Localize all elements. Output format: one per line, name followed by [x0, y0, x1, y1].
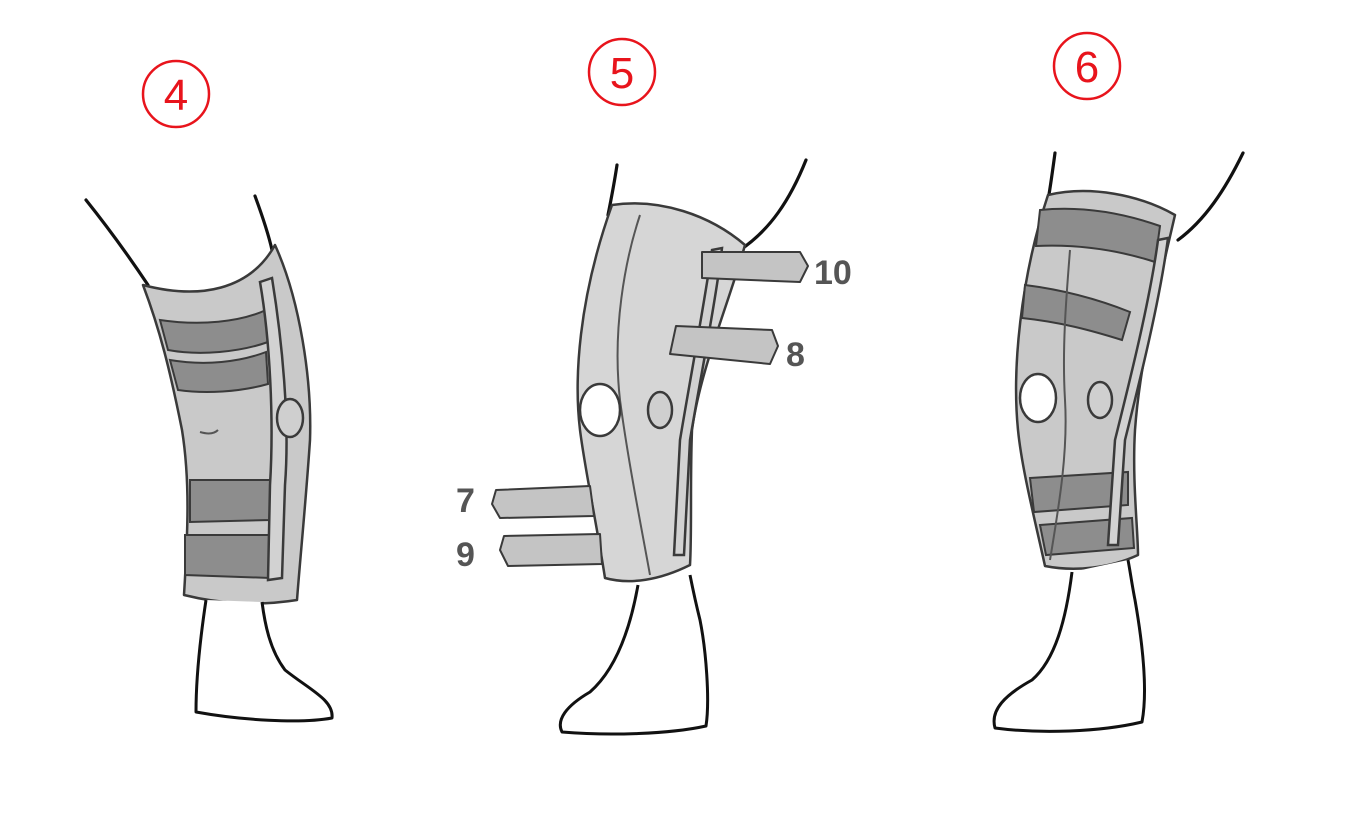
- figure-step-4: 4: [84, 59, 334, 723]
- step-marker-6: 6: [1052, 31, 1122, 101]
- step-number-6: 6: [1075, 43, 1099, 92]
- figure-step-6: 6: [992, 31, 1245, 733]
- brace-sleeve-5: [576, 202, 747, 583]
- strap-8: [669, 325, 779, 365]
- strap-9: [499, 533, 603, 567]
- step-marker-5: 5: [587, 37, 657, 107]
- figure-step-5: 5 10 8 7 9: [456, 37, 852, 736]
- strap-label-7: 7: [456, 482, 475, 520]
- step-number-5: 5: [610, 49, 634, 98]
- brace-sleeve-6: [1014, 189, 1177, 570]
- brace-sleeve-4: [141, 243, 312, 605]
- strap-label-10: 10: [814, 254, 852, 292]
- strap-10: [701, 251, 809, 283]
- strap-7: [491, 485, 595, 519]
- step-marker-4: 4: [141, 59, 211, 129]
- leg-outline-4: [84, 194, 274, 287]
- strap-label-8: 8: [786, 336, 805, 374]
- foot-5: [558, 574, 710, 736]
- strap-label-9: 9: [456, 536, 475, 574]
- step-number-4: 4: [164, 71, 188, 120]
- foot-6: [992, 559, 1146, 733]
- foot-4: [194, 599, 334, 723]
